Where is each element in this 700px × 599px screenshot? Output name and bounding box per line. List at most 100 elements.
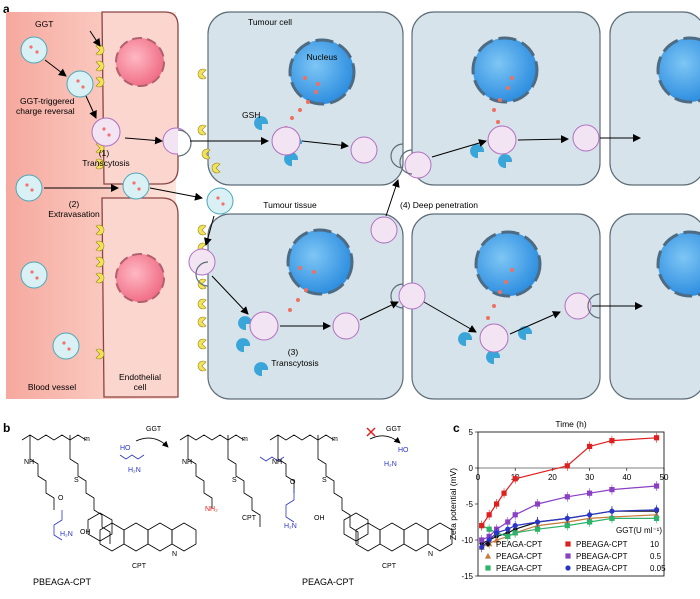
ho-label-2: HO — [398, 447, 409, 454]
data-point — [653, 507, 660, 513]
data-point — [479, 537, 485, 543]
cpt-ring-system-2 — [343, 512, 453, 552]
legend-label: PEAGA-CPT — [496, 564, 542, 573]
step1-label: Transcytosis — [82, 158, 129, 168]
panel-label-a: a — [3, 2, 10, 16]
data-point — [479, 523, 485, 529]
product-backbone — [179, 434, 245, 441]
data-point — [479, 544, 485, 550]
cpt-label-3: CPT — [382, 563, 397, 570]
pbeaga-backbone — [21, 434, 87, 441]
o-label-1: O — [58, 495, 64, 502]
data-point — [653, 435, 660, 441]
product-disulfide-chain — [227, 435, 261, 527]
blocked-cross-icon — [366, 427, 376, 437]
peaga-side-chain — [277, 435, 295, 493]
legend-group: 0.5 — [650, 552, 662, 561]
m-label-3: m — [332, 436, 338, 443]
nh-label-2: NH — [182, 459, 192, 466]
ggt-arrow-label-2: GGT — [386, 426, 402, 433]
data-point — [587, 490, 593, 496]
data-point — [505, 533, 511, 539]
nh2-label: NH₂ — [205, 506, 218, 513]
data-point — [609, 508, 615, 514]
data-point — [609, 487, 615, 493]
membrane-pits — [177, 129, 601, 319]
peaga-glutamyl — [285, 488, 295, 523]
tumour-cell-label: Tumour cell — [248, 17, 292, 27]
legend-label: PBEAGA-CPT — [576, 540, 628, 549]
peaga-cpt-name: PEAGA-CPT — [302, 577, 355, 587]
particle-core-dots — [25, 45, 225, 351]
data-point — [564, 494, 570, 500]
s-label-2: S — [232, 477, 237, 484]
y-tick-label: -5 — [466, 500, 474, 509]
series-line — [481, 509, 657, 548]
pbeaga-disulfide-chain — [69, 435, 111, 544]
step3-label: Transcytosis — [271, 358, 318, 368]
legend-label: PEAGA-CPT — [496, 540, 542, 549]
series-line — [481, 514, 657, 548]
data-point — [512, 512, 518, 518]
legend-marker — [565, 565, 571, 571]
x-axis-title: Time (h) — [555, 419, 586, 429]
s-label-1: S — [74, 477, 79, 484]
panel-label-c: c — [453, 421, 460, 435]
data-point — [494, 530, 500, 536]
panel-b — [21, 427, 453, 552]
m-label-1: m — [84, 436, 90, 443]
legend-label: PBEAGA-CPT — [576, 564, 628, 573]
data-point — [609, 515, 615, 521]
data-point — [486, 526, 492, 532]
nh-label-3: NH — [272, 459, 282, 466]
endothelial-nucleus-top — [115, 37, 165, 87]
x-tick-label: 40 — [622, 473, 631, 482]
cpt-ring-system-1 — [87, 512, 197, 552]
nucleus-label: Nucleus — [307, 52, 338, 62]
step2-number: (2) — [69, 199, 80, 209]
h2n-label-1: H₂N — [60, 531, 73, 538]
y-tick-label: -15 — [461, 572, 473, 581]
data-point — [587, 512, 593, 518]
step2-label: Extravasation — [48, 209, 100, 219]
panel-a: GGT GGT-triggered charge reversal (1) Tr… — [6, 11, 700, 400]
h2n-label-4: H₂N — [384, 461, 397, 468]
data-point — [564, 515, 570, 522]
panel-b-compound-names: PBEAGA-CPT PEAGA-CPT — [33, 577, 355, 587]
pbeaga-glutamyl — [53, 510, 63, 541]
charge-reversal-label-2: charge reversal — [16, 106, 75, 116]
process-arrows — [44, 30, 643, 335]
o-label-2: O — [290, 479, 296, 486]
data-point — [653, 515, 660, 521]
gsh-label: GSH — [242, 110, 260, 120]
legend-header: GGT(U ml⁻¹) — [616, 526, 662, 535]
ggt-arrow-label-1: GGT — [146, 426, 162, 433]
x-tick-label: 30 — [585, 473, 594, 482]
data-point — [501, 490, 507, 496]
data-point — [505, 519, 511, 525]
data-point — [493, 536, 500, 543]
pbeaga-side-chain — [29, 435, 55, 510]
cpt-label-1: CPT — [132, 563, 147, 570]
y-tick-label: -10 — [461, 536, 473, 545]
data-point — [534, 526, 541, 532]
data-point — [534, 519, 541, 525]
data-point — [494, 501, 500, 507]
series-3 — [479, 432, 660, 531]
h2n-label-2: H₂N — [128, 467, 141, 474]
legend-marker — [485, 540, 491, 548]
glutamate-2 — [259, 456, 285, 462]
data-point — [587, 443, 593, 449]
endothelial-label-1: Endothelial — [119, 372, 161, 382]
m-label-2: m — [242, 436, 248, 443]
data-point — [653, 483, 660, 489]
x-tick-label: 20 — [548, 473, 557, 482]
endothelial-nucleus-bottom — [115, 253, 165, 303]
data-point — [564, 523, 570, 529]
peaga-disulfide-chain — [317, 435, 359, 544]
legend-marker — [565, 553, 571, 559]
panel-b-labels: m m m GGT GGT NH₂ H₂N H₂N H₂N H₂N HO HO … — [24, 426, 433, 570]
ggt-reaction-arrow-1 — [135, 437, 169, 448]
x-tick-label: 0 — [476, 473, 481, 482]
